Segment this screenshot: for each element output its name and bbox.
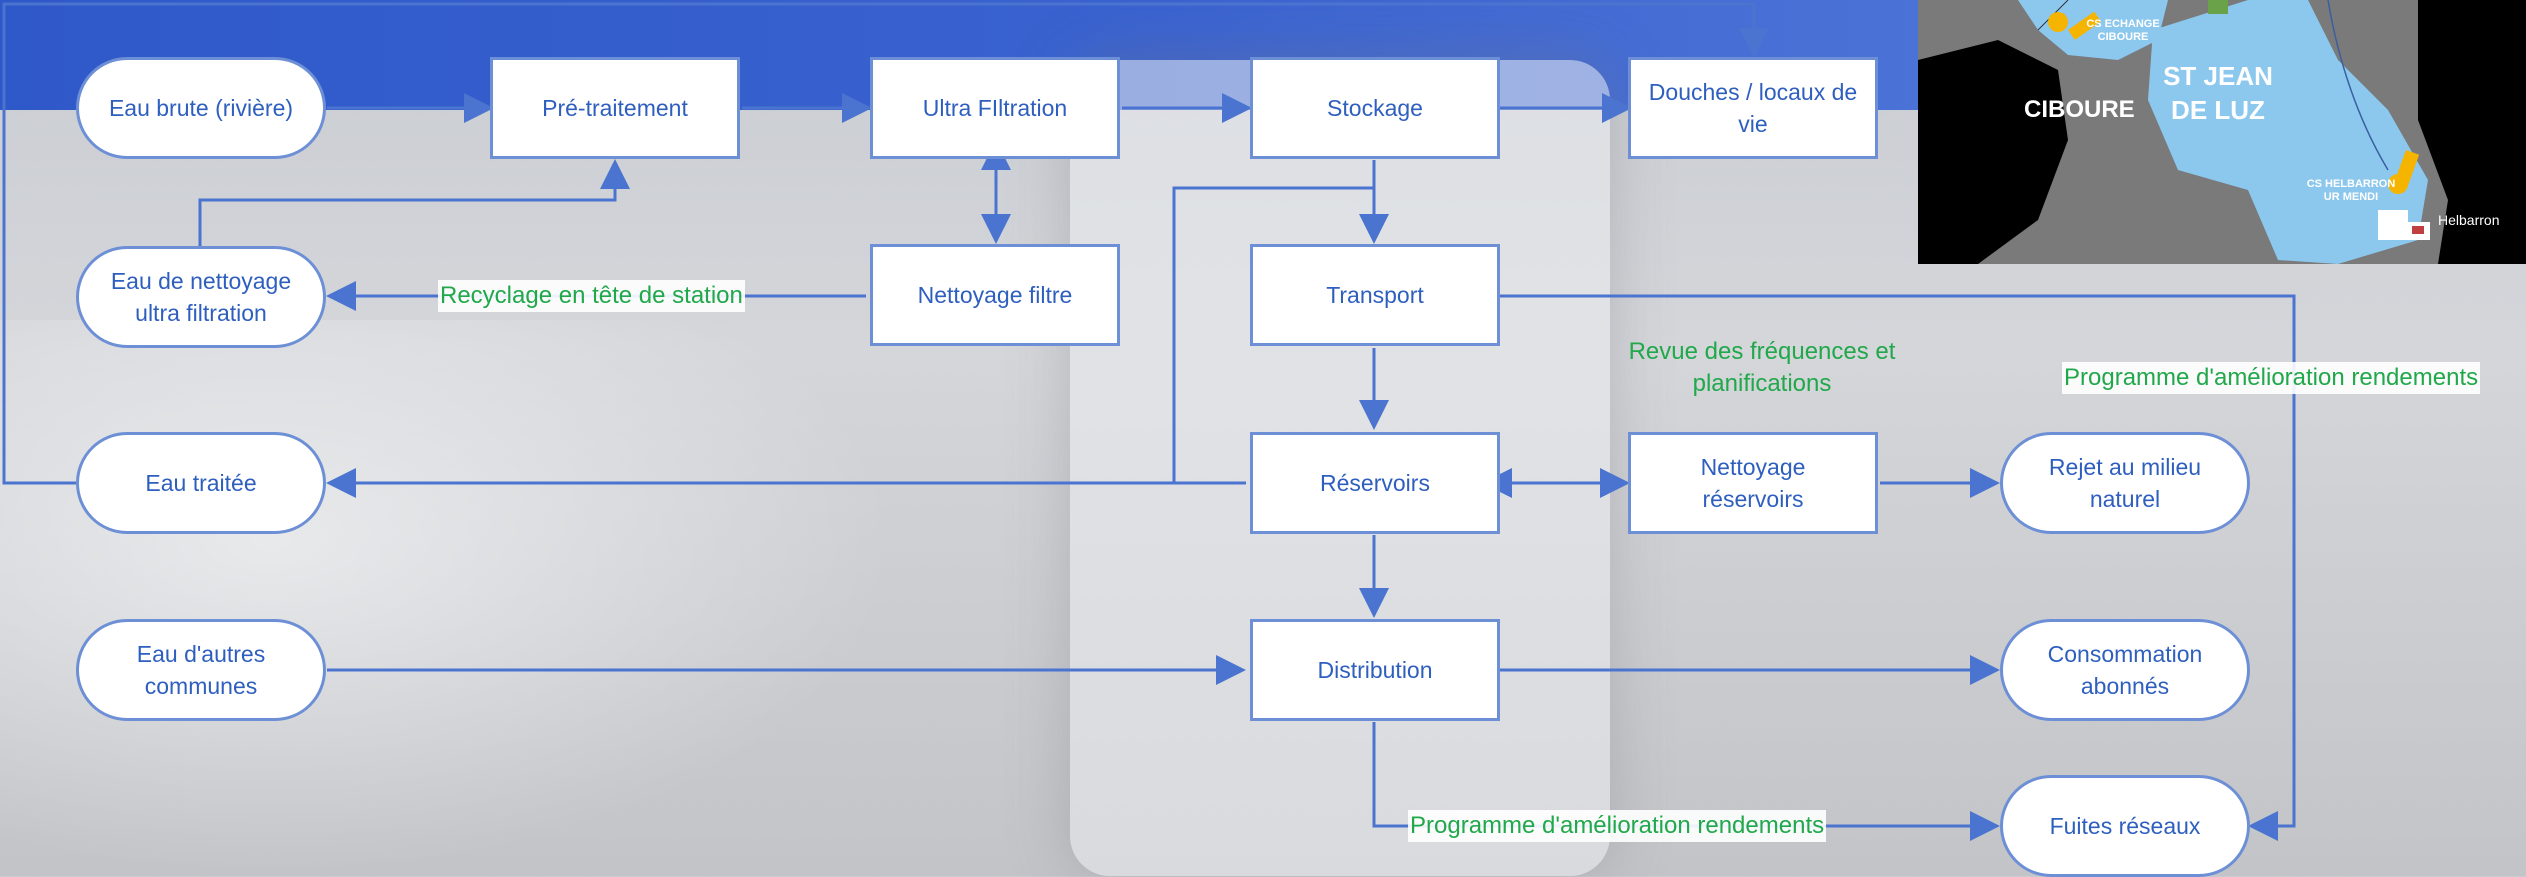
node-nettoyage-filtre-label: Nettoyage filtre xyxy=(917,281,1073,308)
annotation-programme-top: Programme d'amélioration rendements xyxy=(2062,362,2481,395)
node-eau-brute: Eau brute (rivière) xyxy=(76,57,326,159)
map-label-helbarron: Helbarron xyxy=(2438,212,2500,228)
node-pretraitement: Pré-traitement xyxy=(490,57,740,159)
node-transport: Transport xyxy=(1250,244,1500,346)
arrow-transport-to-fuites xyxy=(1500,294,2296,841)
map-label-cs-helbarron: CS HELBARRON UR MENDI xyxy=(2306,178,2396,204)
node-eau-autres: Eau d'autres communes xyxy=(76,619,326,721)
node-consommation-label: Consommation abonnés xyxy=(2047,640,2203,699)
node-nettoyage-reservoirs: Nettoyage réservoirs xyxy=(1628,432,1878,534)
node-eau-traitee: Eau traitée xyxy=(76,432,326,534)
node-stockage: Stockage xyxy=(1250,57,1500,159)
map-label-cs-echange: CS ECHANGE CIBOURE xyxy=(2086,18,2160,44)
node-nettoyage-filtre: Nettoyage filtre xyxy=(870,244,1120,346)
node-eau-nettoyage: Eau de nettoyage ultra filtration xyxy=(76,246,326,348)
node-distribution-label: Distribution xyxy=(1317,656,1433,683)
node-pretraitement-label: Pré-traitement xyxy=(542,94,688,121)
node-rejet-label: Rejet au milieu naturel xyxy=(2048,453,2202,512)
node-nettoyage-reservoirs-label: Nettoyage réservoirs xyxy=(1700,453,1806,512)
annotation-programme-bottom: Programme d'amélioration rendements xyxy=(1408,810,1827,843)
connector-stockage-branch xyxy=(1172,186,1374,483)
node-distribution: Distribution xyxy=(1250,619,1500,721)
node-stockage-label: Stockage xyxy=(1327,94,1423,121)
arrow-eau-nettoyage-to-pretraitement xyxy=(198,159,630,246)
node-reservoirs-label: Réservoirs xyxy=(1320,469,1430,496)
arrow-eau-traitee-loop-to-douches xyxy=(2,2,1769,485)
node-reservoirs: Réservoirs xyxy=(1250,432,1500,534)
node-transport-label: Transport xyxy=(1326,281,1424,308)
node-eau-traitee-label: Eau traitée xyxy=(145,469,257,496)
annotation-revue: Revue des fréquences et planifications xyxy=(1628,338,1896,398)
node-ultra-filtration: Ultra FIltration xyxy=(870,57,1120,159)
node-eau-brute-label: Eau brute (rivière) xyxy=(108,94,294,121)
map-label-st-jean-de-luz: ST JEAN DE LUZ xyxy=(2163,61,2273,125)
map-inset: CIBOURE ST JEAN DE LUZ CS ECHANGE CIBOUR… xyxy=(1918,0,2526,264)
map-label-ciboure: CIBOURE xyxy=(2024,96,2135,123)
node-douches-label: Douches / locaux de vie xyxy=(1648,78,1858,137)
node-eau-autres-label: Eau d'autres communes xyxy=(136,640,266,699)
node-ultra-filtration-label: Ultra FIltration xyxy=(922,94,1068,121)
background-blur xyxy=(0,320,900,876)
node-eau-nettoyage-label: Eau de nettoyage ultra filtration xyxy=(110,267,292,326)
node-rejet: Rejet au milieu naturel xyxy=(2000,432,2250,534)
node-douches: Douches / locaux de vie xyxy=(1628,57,1878,159)
map-shapes xyxy=(1918,0,2526,264)
node-consommation: Consommation abonnés xyxy=(2000,619,2250,721)
node-fuites: Fuites réseaux xyxy=(2000,775,2250,877)
node-fuites-label: Fuites réseaux xyxy=(2049,812,2201,839)
annotation-recyclage: Recyclage en tête de station xyxy=(438,280,745,313)
